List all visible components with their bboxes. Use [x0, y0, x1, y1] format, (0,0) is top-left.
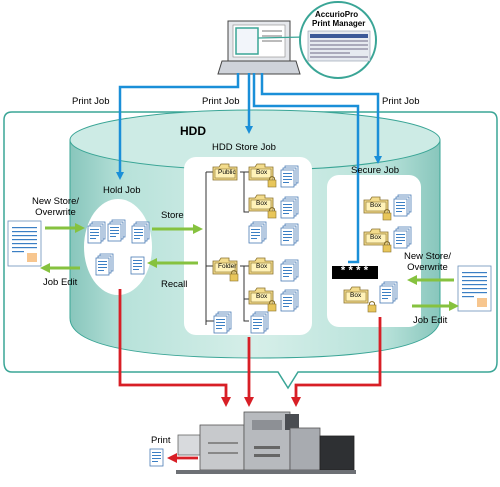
hdd-label: HDD [180, 124, 206, 138]
new-store-overwrite-left-label: New Store/ Overwrite [32, 196, 79, 218]
secure-job-label: Secure Job [351, 165, 400, 176]
new-store-overwrite-right-label: New Store/ Overwrite [404, 251, 451, 273]
left-document [7, 220, 42, 267]
hdd-store-job-panel [184, 157, 312, 335]
folder-box-label: Box [370, 234, 382, 241]
right-document [457, 265, 492, 312]
green-arrows [40, 223, 459, 311]
production-printer-icon [176, 411, 356, 474]
folder-box-label: Box [256, 169, 268, 176]
print-job-label-right: Print Job [382, 96, 420, 107]
print-job-label-center: Print Job [202, 96, 240, 107]
recall-label: Recall [161, 279, 188, 290]
folder-box-label: Box [256, 293, 268, 300]
folder-folder-label: Folder [218, 263, 237, 270]
folder-box-label: Box [256, 263, 268, 270]
print-output-document [149, 448, 164, 467]
print-job-label-left: Print Job [72, 96, 110, 107]
hdd-store-tree [205, 171, 249, 325]
folder-public-label: Public [218, 169, 236, 176]
store-label: Store [161, 210, 184, 221]
print-job-arrows [116, 73, 382, 264]
folder-box-label: Box [350, 292, 362, 299]
job-edit-right-label: Job Edit [413, 315, 448, 326]
hdd-store-job-label: HDD Store Job [212, 142, 276, 153]
print-label: Print [151, 435, 171, 446]
folder-box-label: Box [370, 202, 382, 209]
computer-icon [217, 20, 301, 75]
hold-job-label: Hold Job [103, 185, 141, 196]
folder-box-label: Box [256, 200, 268, 207]
red-arrows [118, 289, 382, 463]
accuriopro-title: AccurioPro [315, 10, 359, 19]
hold-job-panel [84, 199, 152, 295]
accuriopro-zoom-bubble [257, 1, 377, 79]
job-edit-left-label: Job Edit [43, 277, 78, 288]
password-field: **** [332, 266, 378, 279]
print-manager-title: Print Manager [312, 19, 366, 28]
